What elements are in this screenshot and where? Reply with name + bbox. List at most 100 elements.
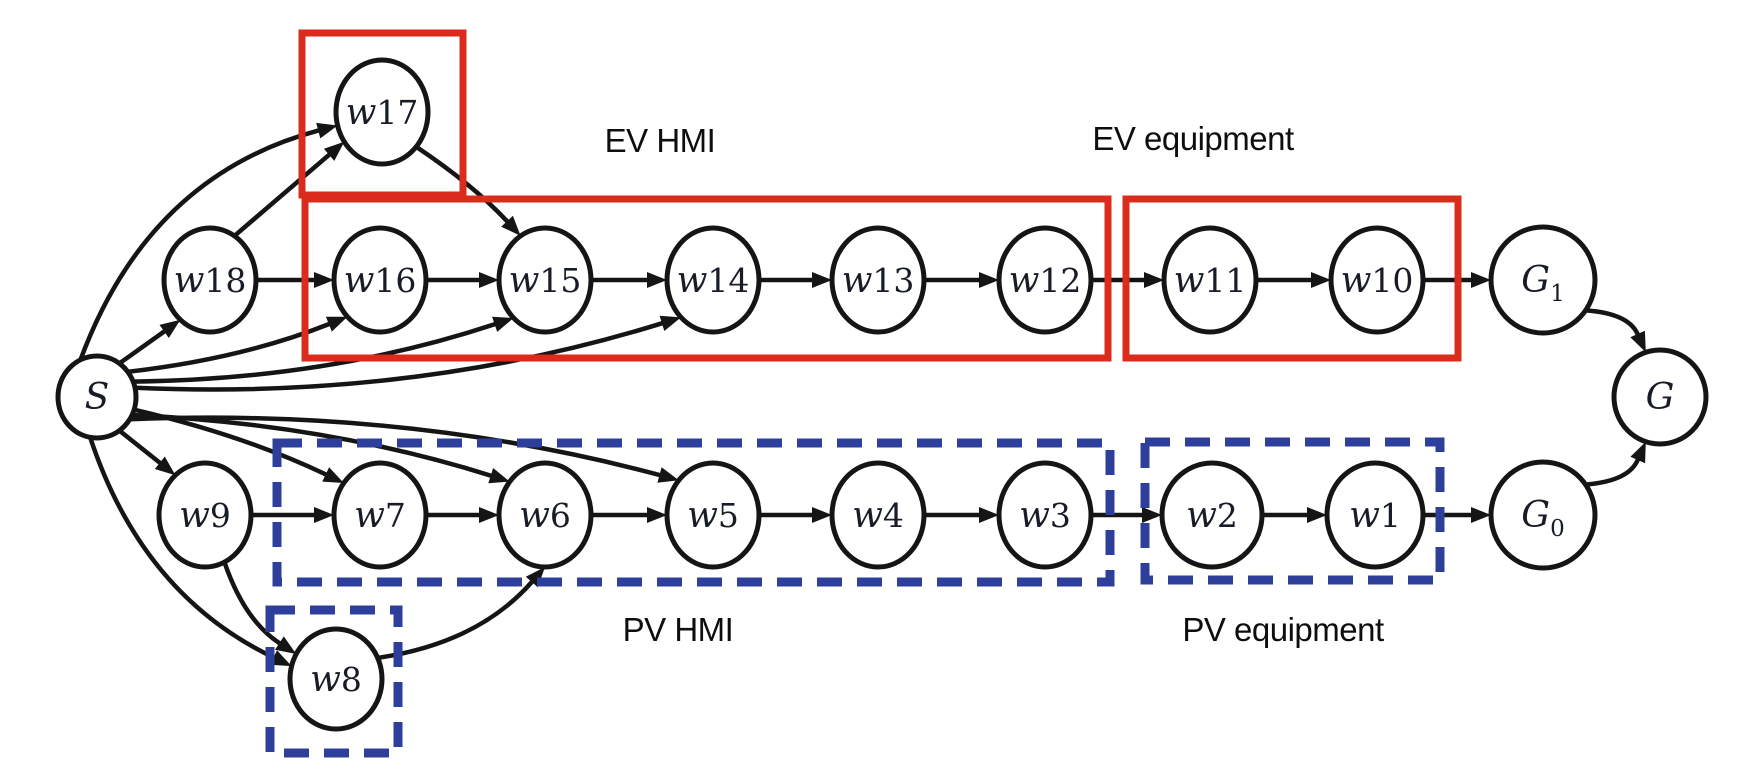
node-w7: w7 <box>331 460 429 570</box>
node-w9: w9 <box>156 460 254 570</box>
node-w1-label: w1 <box>1349 495 1401 536</box>
node-G1-label: G1 <box>1521 260 1564 307</box>
arrowhead-icon <box>647 272 667 288</box>
edges-layer <box>78 122 1646 667</box>
node-w15-circle <box>496 225 594 335</box>
node-w8: w8 <box>287 626 385 732</box>
edge-w5-w4 <box>756 507 832 523</box>
edge-w9-w7 <box>248 507 334 523</box>
edge-w2-w1 <box>1259 507 1327 523</box>
edge-line <box>127 415 662 478</box>
node-w2: w2 <box>1159 460 1265 570</box>
edge-line <box>117 329 167 366</box>
arrowhead-icon <box>1142 507 1162 523</box>
node-G: G <box>1611 347 1709 447</box>
edge-w18-w16 <box>253 272 334 288</box>
edge-w17-w15 <box>413 144 521 236</box>
edge-w7-w6 <box>423 507 499 523</box>
node-G0-circle <box>1488 459 1598 571</box>
edge-S-w18 <box>117 319 181 366</box>
node-w5-circle <box>664 460 762 570</box>
arrowhead-icon <box>659 315 681 331</box>
edge-S-w5 <box>127 415 679 483</box>
arrowhead-icon <box>159 319 181 338</box>
node-w9-label: w9 <box>179 495 231 536</box>
node-w7-label: w7 <box>354 495 406 536</box>
edge-w9-w8 <box>222 559 297 654</box>
node-w6-circle <box>496 460 594 570</box>
arrowhead-icon <box>1307 507 1327 523</box>
node-w18-label: w18 <box>174 260 247 301</box>
node-G-label: G <box>1646 377 1675 418</box>
arrowhead-icon <box>647 507 667 523</box>
arrowhead-icon <box>154 456 176 476</box>
node-G-circle <box>1611 347 1709 447</box>
node-w12-label: w12 <box>1009 260 1082 301</box>
node-G0: G0 <box>1488 459 1598 571</box>
arrowhead-icon <box>314 272 334 288</box>
edge-S-w17 <box>78 122 338 363</box>
node-w10-label: w10 <box>1341 260 1414 301</box>
node-w5-label: w5 <box>687 495 739 536</box>
arrowhead-icon <box>314 507 334 523</box>
arrowhead-icon <box>325 316 348 332</box>
node-w2-circle <box>1159 460 1265 570</box>
node-G0-label: G0 <box>1521 495 1564 542</box>
node-w8-label: w8 <box>310 659 362 700</box>
node-w4-label: w4 <box>852 495 904 536</box>
node-w8-circle <box>287 626 385 732</box>
arrowhead-icon <box>488 468 510 484</box>
ev-hmi-box <box>301 195 1112 362</box>
pv-hmi-label: PV HMI <box>623 611 734 648</box>
node-w1: w1 <box>1324 460 1426 570</box>
edge-G0-G <box>1583 441 1646 487</box>
node-w4-circle <box>829 460 927 570</box>
group-boxes-layer <box>265 29 1462 758</box>
arrowhead-icon <box>1311 272 1331 288</box>
node-w14-label: w14 <box>677 260 750 301</box>
arrowhead-icon <box>812 507 832 523</box>
edge-line <box>232 152 332 239</box>
node-w16: w16 <box>331 225 429 335</box>
arrowhead-icon <box>323 141 345 161</box>
node-w11-circle <box>1161 225 1259 335</box>
edge-w13-w12 <box>921 272 999 288</box>
edge-w15-w14 <box>588 272 667 288</box>
arrowhead-icon <box>1630 441 1646 464</box>
edge-S-w8 <box>87 435 292 667</box>
node-w2-label: w2 <box>1186 495 1238 536</box>
arrowhead-icon <box>657 467 679 483</box>
arrowhead-icon <box>316 122 338 139</box>
node-w3: w3 <box>996 460 1094 570</box>
arrowhead-icon <box>275 636 297 654</box>
node-S: S <box>55 353 139 441</box>
node-w10: w10 <box>1328 225 1426 335</box>
arrowhead-icon <box>322 467 344 483</box>
node-w18: w18 <box>161 225 259 335</box>
node-w5: w5 <box>664 460 762 570</box>
edge-w16-w15 <box>423 272 499 288</box>
edge-line <box>130 322 497 384</box>
arrowhead-icon <box>501 215 521 236</box>
arrowhead-icon <box>812 272 832 288</box>
edge-w18-w17 <box>232 141 345 239</box>
edge-line <box>87 435 276 660</box>
edge-G1-G <box>1583 308 1646 353</box>
ev-equipment-label: EV equipment <box>1092 120 1294 157</box>
node-S-circle <box>55 353 139 441</box>
node-w17-circle <box>333 57 431 167</box>
node-w12-circle <box>996 225 1094 335</box>
arrowhead-icon <box>979 272 999 288</box>
arrowhead-icon <box>1144 272 1164 288</box>
arrowhead-icon <box>979 507 999 523</box>
edge-w1-G0 <box>1420 507 1491 523</box>
node-w6: w6 <box>496 460 594 570</box>
edge-line <box>222 559 282 646</box>
node-w16-circle <box>331 225 429 335</box>
node-w11-label: w11 <box>1174 260 1247 301</box>
arrowhead-icon <box>479 507 499 523</box>
